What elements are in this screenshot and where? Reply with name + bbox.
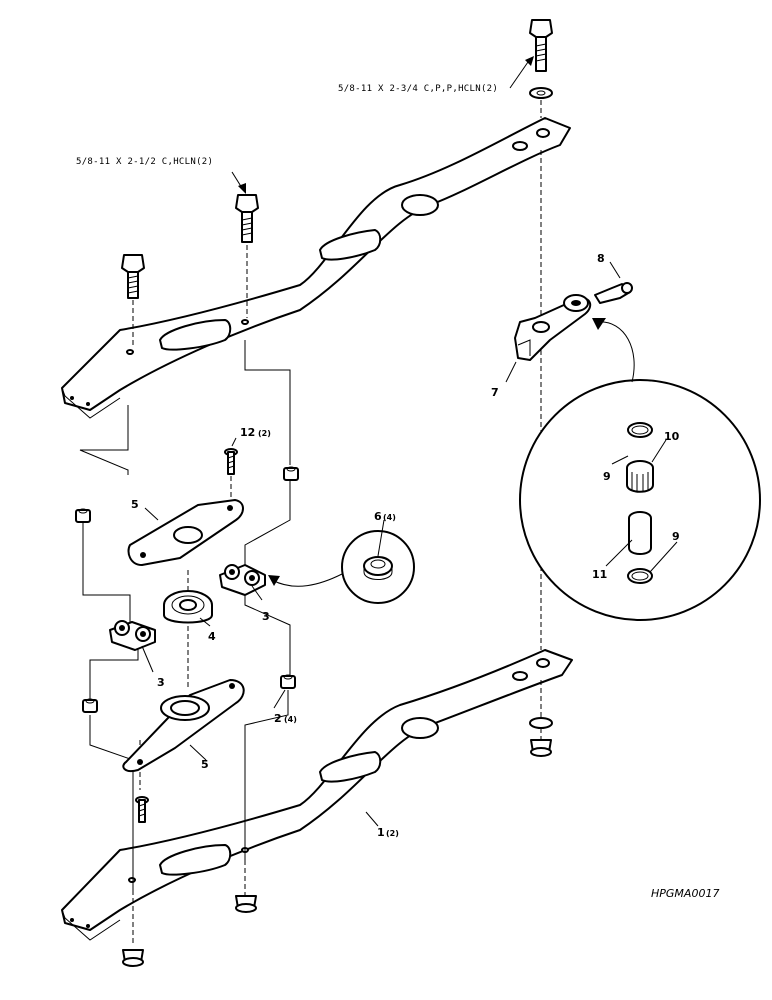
item-9-upper-label: 9 bbox=[603, 470, 611, 483]
upper-link-plate bbox=[61, 117, 571, 419]
grease-fitting bbox=[594, 282, 633, 304]
item-12-label: 12 bbox=[240, 426, 255, 439]
item-6-qty: (4) bbox=[383, 513, 396, 522]
spacer-bushing-lower-left bbox=[82, 698, 98, 713]
item-11-label: 11 bbox=[592, 568, 607, 581]
item-3-lower-label: 3 bbox=[157, 676, 165, 689]
item-12-qty: (2) bbox=[258, 429, 271, 438]
callout-bolt-upper-left: 5/8-11 X 2-1/2 C,HCLN(2) bbox=[76, 157, 213, 167]
flat-head-screw-lower bbox=[135, 796, 149, 823]
item-10-label: 10 bbox=[664, 430, 680, 443]
item-1-qty: (2) bbox=[386, 829, 399, 838]
lower-link-plate bbox=[61, 649, 573, 941]
bearing bbox=[163, 590, 213, 624]
item-7-label: 7 bbox=[491, 386, 499, 399]
bearing-flange-lower bbox=[122, 679, 245, 772]
detail-bearing-view bbox=[519, 318, 761, 621]
figure-id: HPGMA0017 bbox=[651, 887, 719, 900]
item-2-label: 2 bbox=[274, 712, 282, 725]
item-6-label: 6 bbox=[374, 510, 382, 523]
crank-arm bbox=[514, 294, 592, 361]
bearing-flange-upper bbox=[127, 499, 244, 566]
bolt-upper-left bbox=[121, 254, 145, 299]
detail-bushing-view bbox=[268, 530, 415, 604]
leader-lines bbox=[141, 56, 678, 827]
spacer-bushing-upper-left bbox=[75, 508, 91, 523]
nut-washer-left bbox=[122, 949, 144, 967]
item-1-label: 1 bbox=[377, 826, 385, 839]
item-5-lower-label: 5 bbox=[201, 758, 209, 771]
item-3-upper-label: 3 bbox=[262, 610, 270, 623]
bolt-upper-middle bbox=[235, 194, 259, 243]
item-8-label: 8 bbox=[597, 252, 605, 265]
item-4-label: 4 bbox=[208, 630, 216, 643]
nut-washer-middle bbox=[235, 895, 257, 913]
item-9-lower-label: 9 bbox=[672, 530, 680, 543]
spacer-bushing-lower-right bbox=[280, 674, 296, 689]
link-arm-lower bbox=[109, 620, 156, 651]
flat-head-screw-upper bbox=[224, 448, 238, 475]
nut-washer-right bbox=[529, 717, 553, 757]
spacer-bushing-upper-right bbox=[283, 466, 299, 481]
item-2-qty: (4) bbox=[284, 715, 297, 724]
callout-bolt-upper-right: 5/8-11 X 2-3/4 C,P,P,HCLN(2) bbox=[338, 84, 498, 94]
item-5-upper-label: 5 bbox=[131, 498, 139, 511]
link-arm-upper bbox=[219, 564, 266, 596]
bolt-upper-right bbox=[529, 19, 553, 99]
